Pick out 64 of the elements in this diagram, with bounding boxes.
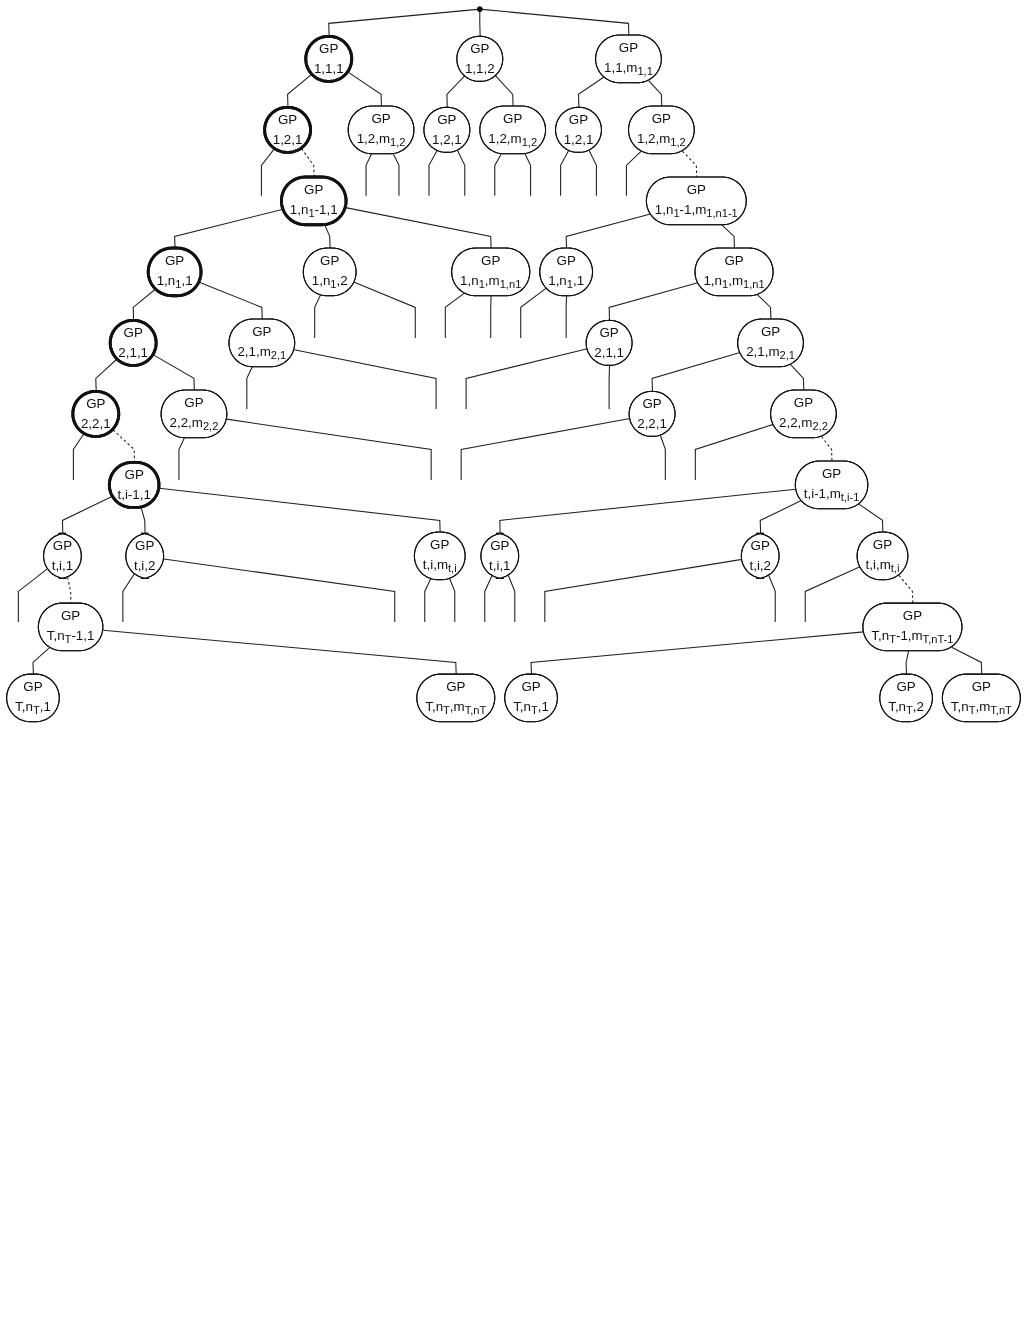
connector bbox=[804, 566, 861, 623]
connector bbox=[314, 294, 322, 339]
connector bbox=[905, 650, 910, 676]
connector bbox=[694, 423, 774, 481]
connector bbox=[577, 76, 605, 109]
connector bbox=[479, 11, 481, 38]
connector bbox=[449, 578, 456, 623]
connector bbox=[565, 295, 568, 339]
connector bbox=[484, 575, 493, 623]
connector bbox=[353, 281, 416, 339]
connector bbox=[465, 348, 588, 410]
connector bbox=[198, 281, 263, 320]
connector bbox=[820, 436, 833, 463]
connector bbox=[507, 575, 516, 623]
connector bbox=[174, 208, 284, 249]
connector bbox=[651, 352, 741, 393]
connector bbox=[456, 150, 466, 197]
connector bbox=[481, 8, 630, 36]
connector bbox=[625, 150, 642, 197]
connector bbox=[721, 224, 735, 249]
connector bbox=[520, 287, 547, 339]
connector bbox=[260, 148, 276, 197]
connector bbox=[608, 365, 611, 410]
connector bbox=[347, 71, 383, 107]
connector bbox=[588, 150, 597, 197]
connector bbox=[495, 75, 514, 107]
connector bbox=[324, 224, 331, 249]
connector bbox=[163, 558, 396, 623]
connector bbox=[659, 435, 666, 481]
connector bbox=[494, 153, 502, 197]
connector bbox=[858, 503, 884, 534]
connector bbox=[293, 349, 437, 410]
connector bbox=[757, 294, 772, 320]
connector bbox=[32, 646, 51, 676]
node-circle bbox=[476, 6, 483, 13]
connector bbox=[951, 646, 983, 676]
connector bbox=[648, 80, 663, 107]
connector bbox=[490, 295, 492, 339]
connector bbox=[790, 364, 805, 392]
connector bbox=[102, 629, 457, 676]
connector bbox=[428, 150, 438, 197]
connector bbox=[681, 150, 698, 178]
connector bbox=[446, 75, 466, 109]
connector bbox=[246, 366, 253, 410]
connector bbox=[608, 282, 699, 322]
connector bbox=[392, 153, 400, 197]
connector bbox=[444, 292, 465, 339]
connector bbox=[300, 148, 315, 178]
connector bbox=[17, 568, 49, 623]
connector bbox=[898, 574, 914, 605]
connector bbox=[178, 437, 185, 481]
connector bbox=[524, 153, 532, 197]
connector bbox=[560, 150, 570, 197]
connector bbox=[365, 153, 372, 197]
connector bbox=[226, 418, 432, 481]
connector bbox=[460, 417, 631, 481]
connector bbox=[345, 207, 492, 249]
connector bbox=[152, 354, 195, 392]
connector bbox=[72, 433, 85, 481]
connector bbox=[158, 487, 441, 534]
connector bbox=[424, 578, 432, 623]
connector bbox=[768, 575, 776, 623]
connector bbox=[122, 573, 135, 623]
connector bbox=[565, 213, 651, 249]
